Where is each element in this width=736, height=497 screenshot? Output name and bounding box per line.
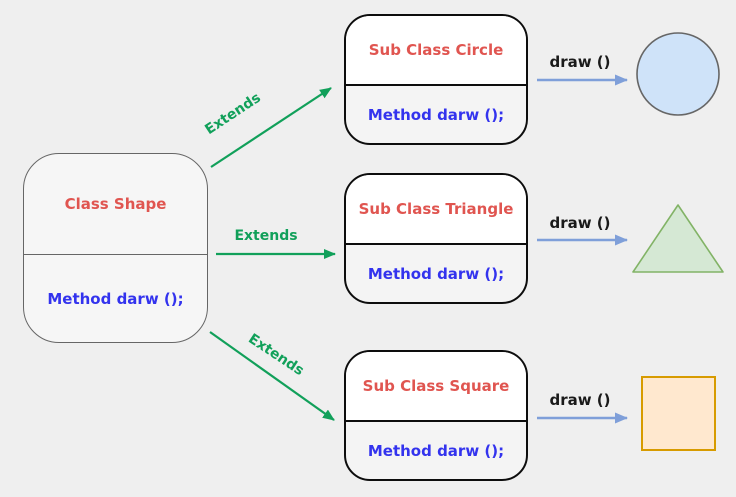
sub-class-triangle-node: Sub Class Triangle Method darw (); — [344, 173, 528, 304]
extends-label-circle: Extends — [202, 89, 264, 139]
sub-class-triangle-title: Sub Class Triangle — [358, 200, 514, 218]
extends-label-triangle: Extends — [234, 228, 298, 244]
class-shape-title-compartment: Class Shape — [24, 154, 207, 255]
class-shape-node: Class Shape Method darw (); — [23, 153, 208, 343]
sub-class-square-method: Method darw (); — [367, 441, 505, 460]
sub-class-circle-title-compartment: Sub Class Circle — [346, 16, 526, 86]
sub-class-triangle-method-compartment: Method darw (); — [346, 245, 526, 302]
class-shape-title: Class Shape — [64, 195, 167, 213]
sub-class-triangle-method: Method darw (); — [367, 264, 505, 283]
class-shape-method-compartment: Method darw (); — [24, 255, 207, 342]
square-shape — [641, 376, 716, 451]
extends-label-square: Extends — [245, 330, 307, 380]
draw-label-circle: draw () — [549, 53, 611, 71]
sub-class-circle-title: Sub Class Circle — [368, 41, 504, 59]
draw-label-triangle: draw () — [549, 214, 611, 232]
sub-class-square-title-compartment: Sub Class Square — [346, 352, 526, 422]
circle-shape — [636, 32, 720, 116]
triangle-shape — [632, 204, 724, 273]
sub-class-circle-node: Sub Class Circle Method darw (); — [344, 14, 528, 145]
sub-class-square-title: Sub Class Square — [362, 377, 510, 395]
sub-class-square-method-compartment: Method darw (); — [346, 422, 526, 479]
class-shape-method: Method darw (); — [47, 289, 184, 308]
sub-class-circle-method-compartment: Method darw (); — [346, 86, 526, 143]
sub-class-circle-method: Method darw (); — [367, 105, 505, 124]
sub-class-square-node: Sub Class Square Method darw (); — [344, 350, 528, 481]
extends-arrow-to-circle — [210, 87, 332, 168]
draw-label-square: draw () — [549, 391, 611, 409]
sub-class-triangle-title-compartment: Sub Class Triangle — [346, 175, 526, 245]
